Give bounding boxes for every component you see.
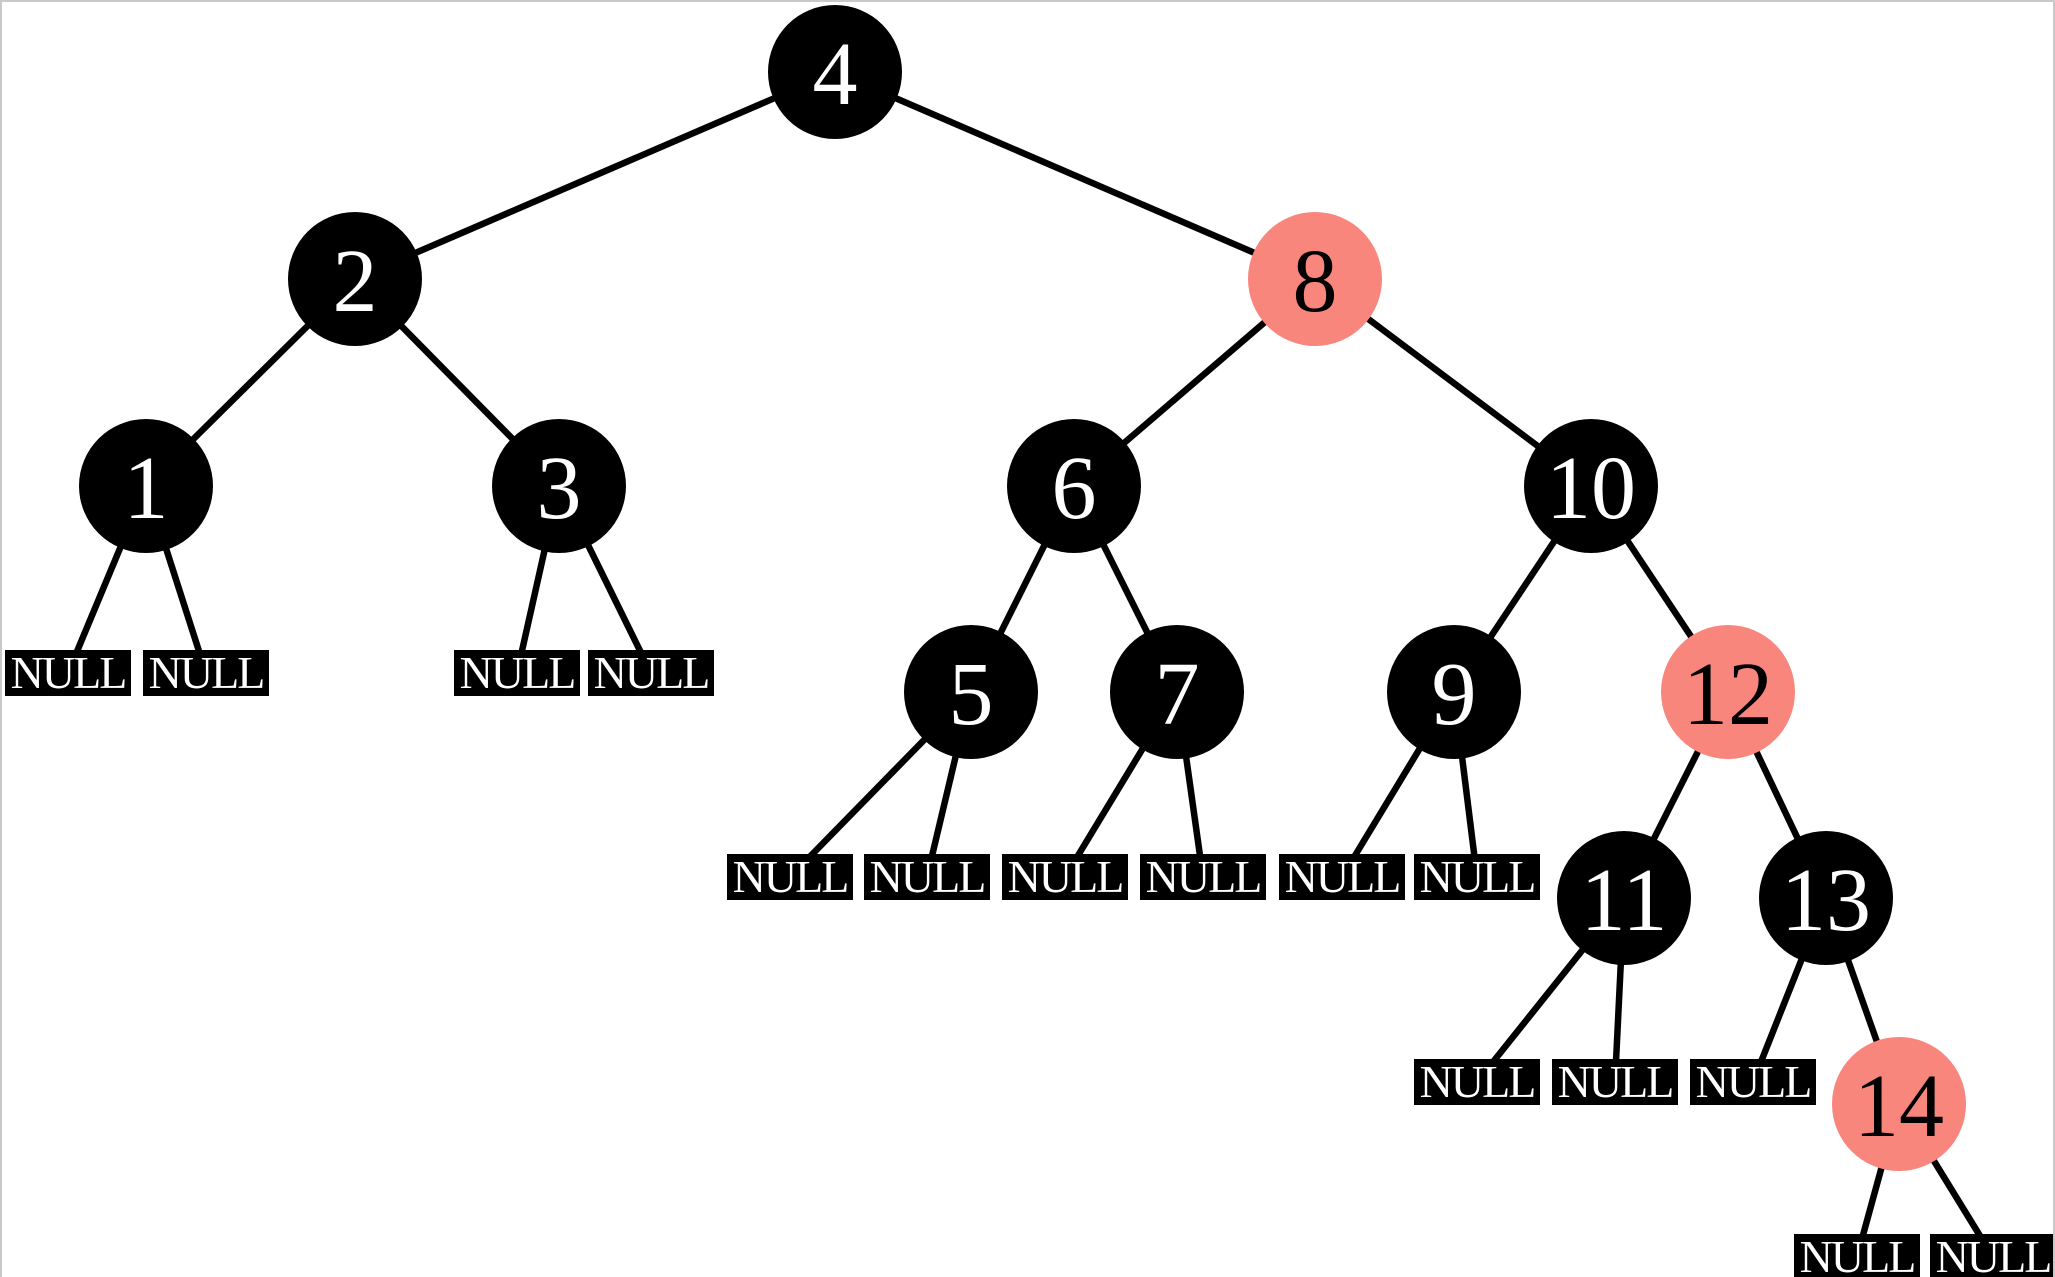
null-leaf-9: NULL	[1279, 854, 1405, 900]
null-leaf-15: NULL	[1930, 1234, 2053, 1277]
tree-node-2: 2	[288, 212, 422, 346]
tree-node-10: 10	[1524, 419, 1658, 553]
null-leaf-5: NULL	[727, 854, 853, 900]
null-leaf-6: NULL	[864, 854, 990, 900]
null-leaf-14: NULL	[1794, 1234, 1920, 1277]
tree-node-1: 1	[79, 419, 213, 553]
null-leaf-4: NULL	[588, 650, 714, 696]
tree-node-6: 6	[1007, 419, 1141, 553]
null-leaf-3: NULL	[454, 650, 580, 696]
tree-node-12: 12	[1661, 625, 1795, 759]
tree-node-5: 5	[904, 625, 1038, 759]
edge-4-2	[353, 69, 837, 282]
tree-node-13: 13	[1759, 831, 1893, 965]
null-leaf-10: NULL	[1414, 854, 1540, 900]
tree-node-8: 8	[1248, 212, 1382, 346]
tree-node-14: 14	[1832, 1037, 1966, 1171]
null-leaf-1: NULL	[5, 650, 131, 696]
tree-node-4: 4	[768, 5, 902, 139]
null-leaf-7: NULL	[1002, 854, 1128, 900]
tree-node-9: 9	[1387, 625, 1521, 759]
null-leaf-11: NULL	[1414, 1059, 1540, 1105]
tree-node-7: 7	[1110, 625, 1244, 759]
null-leaf-12: NULL	[1552, 1059, 1678, 1105]
tree-node-11: 11	[1557, 831, 1691, 965]
tree-node-3: 3	[492, 419, 626, 553]
edge-4-8	[833, 69, 1317, 282]
null-leaf-2: NULL	[143, 650, 269, 696]
null-leaf-13: NULL	[1690, 1059, 1816, 1105]
null-leaf-8: NULL	[1140, 854, 1266, 900]
